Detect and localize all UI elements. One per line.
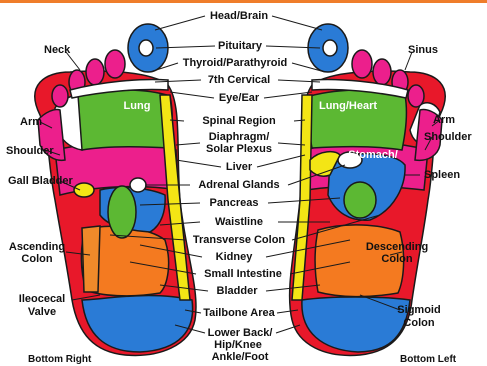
label-descending: Descending xyxy=(366,241,428,253)
label-sigmoid: Sigmoid xyxy=(397,304,440,316)
label-gall-bladder: Gall Bladder xyxy=(8,175,73,187)
right-foot-pituitary xyxy=(139,40,153,56)
right-foot-sole xyxy=(35,24,196,355)
label-bottom-left: Bottom Left xyxy=(400,354,456,366)
right-foot-gall-bladder xyxy=(74,183,94,197)
right-foot-adrenal xyxy=(130,178,146,192)
right-foot-toe-2 xyxy=(105,50,125,78)
left-foot-pituitary xyxy=(323,40,337,56)
label-shoulder-right: Shoulder xyxy=(424,131,472,143)
label-waistline: Waistline xyxy=(215,216,263,228)
label-lung-heart: Lung/Heart xyxy=(319,100,377,112)
label-ileocecal-valve: Valve xyxy=(28,306,56,318)
label-eye-ear: Eye/Ear xyxy=(219,92,259,104)
label-neck: Neck xyxy=(44,44,70,56)
label-spinal-region: Spinal Region xyxy=(202,115,275,127)
right-foot-toe-5 xyxy=(52,85,68,107)
label-tailbone-area: Tailbone Area xyxy=(203,307,275,319)
label-small-intestine: Small Intestine xyxy=(204,268,282,280)
label-hip-knee: Hip/Knee xyxy=(214,339,262,351)
label-kidney: Kidney xyxy=(216,251,253,263)
label-pancreas: Pancreas xyxy=(210,197,259,209)
left-foot-toe-2 xyxy=(352,50,372,78)
label-solar-plexus: Solar Plexus xyxy=(206,143,272,155)
label-lower-back: Lower Back/ xyxy=(208,327,273,339)
label-bladder: Bladder xyxy=(217,285,258,297)
label-arm-right: Arm xyxy=(433,114,455,126)
label-pituitary: Pituitary xyxy=(218,40,262,52)
left-foot-toe-3 xyxy=(373,59,391,85)
label-spleen: Spleen xyxy=(424,169,460,181)
label-ascending: Ascending xyxy=(9,241,65,253)
label-liver: Liver xyxy=(226,161,252,173)
label-sinus: Sinus xyxy=(408,44,438,56)
label-bottom-right: Bottom Right xyxy=(28,354,91,366)
label-ileocecal: Ileocecal xyxy=(19,293,65,305)
label-ascending-colon: Colon xyxy=(21,253,52,265)
label-transverse-colon: Transverse Colon xyxy=(193,234,285,246)
label-sigmoid-colon: Colon xyxy=(403,317,434,329)
label-descending-colon: Colon xyxy=(381,253,412,265)
right-foot-toe-3 xyxy=(86,59,104,85)
label-lung: Lung xyxy=(124,100,151,112)
right-foot-pancreas xyxy=(108,186,136,238)
label-stomach: Stomach/ xyxy=(348,149,398,161)
label-head-brain: Head/Brain xyxy=(210,10,268,22)
label-shoulder-left: Shoulder xyxy=(6,145,54,157)
right-foot-lung xyxy=(77,90,172,150)
label-thyroid-parathyroid: Thyroid/Parathyroid xyxy=(183,57,288,69)
label-diaphragm: Diaphragm/ xyxy=(209,131,270,143)
left-foot-pancreas xyxy=(344,182,376,218)
left-foot-lung-heart xyxy=(309,90,407,150)
right-foot-ascending-colon xyxy=(82,226,100,292)
label-adrenal-glands: Adrenal Glands xyxy=(198,179,279,191)
label-arm-left: Arm xyxy=(20,116,42,128)
label-7th-cervical: 7th Cervical xyxy=(208,74,270,86)
left-foot-toe-5 xyxy=(408,85,424,107)
label-ankle-foot: Ankle/Foot xyxy=(212,351,269,363)
